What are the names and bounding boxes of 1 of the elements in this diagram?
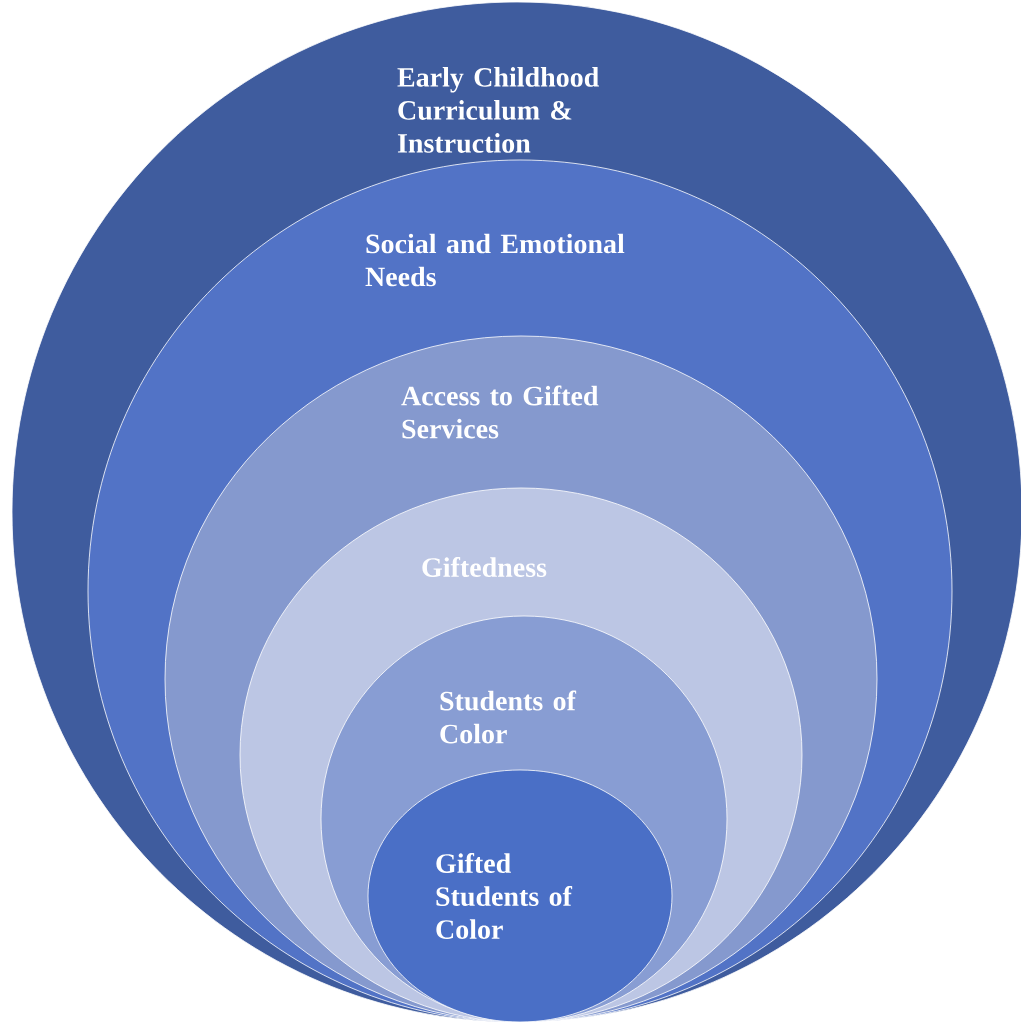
ring: Gifted Students of Color xyxy=(367,769,673,1023)
